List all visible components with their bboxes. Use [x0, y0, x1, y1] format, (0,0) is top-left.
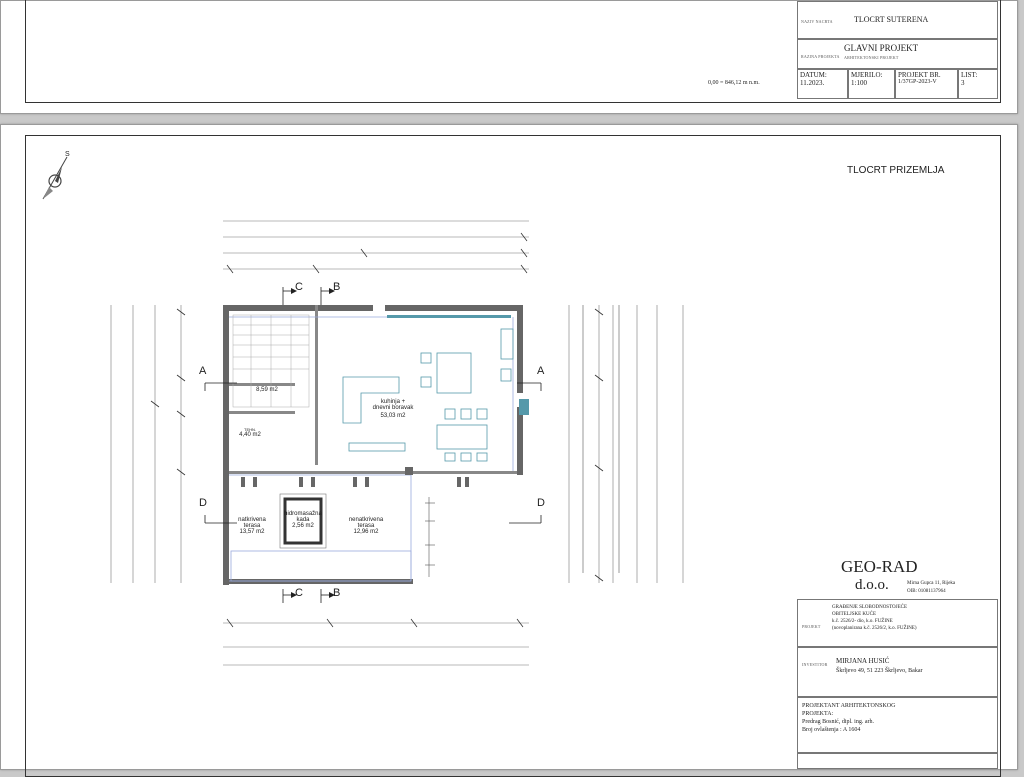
- room-tech-name: TEHN.: [244, 427, 256, 432]
- project-block: PROJEKT GRAĐENJE SLOBODNOSTOJEĆE OBITELJ…: [797, 599, 998, 647]
- list-value: 3: [961, 79, 965, 87]
- top-sheet: NAZIV NACRTA TLOCRT SUTERENA RAZINA PROJ…: [0, 0, 1018, 114]
- room-tech-label: TEHN. 4,40 m2: [237, 427, 263, 438]
- project-line-3: k.č. 2526/2- dio, k.o. FUŽINE: [832, 619, 893, 624]
- room-hydro-name-1: hidromasažna: [284, 511, 322, 517]
- north-label: S: [65, 151, 70, 158]
- room-kitchen-name-1: kuhinja +: [380, 399, 406, 405]
- room-stair-area: 8,59 m2: [256, 387, 278, 393]
- room-covered-name-1: natkrivena: [238, 517, 266, 523]
- designer-line-1: PROJEKTANT ARHITEKTONSKOG: [802, 703, 896, 709]
- floor-plan: [110, 220, 684, 666]
- project-label: PROJEKT: [802, 624, 821, 629]
- north-arrow-icon: [42, 156, 68, 200]
- section-a-left: A: [199, 365, 207, 377]
- room-uncovered-terrace: nenatkrivena terasa 12,96 m2: [341, 517, 391, 535]
- datum-label: DATUM:: [800, 71, 827, 79]
- list-cell: LIST: 3: [958, 69, 998, 99]
- elevation-note: 0,00 = 846,12 m n.m.: [708, 80, 760, 86]
- datum-cell: DATUM: 11.2023.: [797, 69, 848, 99]
- room-covered-area: 13,57 m2: [239, 529, 265, 535]
- project-line-2: OBITELJSKE KUĆE: [832, 612, 877, 617]
- room-covered-name-2: terasa: [243, 523, 261, 529]
- section-b-top: B: [333, 281, 341, 293]
- room-uncovered-name-1: nenatkrivena: [348, 517, 384, 523]
- projekt-label: PROJEKT BR.: [898, 71, 941, 79]
- room-uncovered-area: 12,96 m2: [353, 529, 379, 535]
- company-suffix: d.o.o.: [855, 577, 889, 593]
- room-kitchen-name-2: dnevni boravak: [372, 405, 414, 411]
- phase-sub: ARHITEKTONSKI PROJEKT: [844, 55, 899, 60]
- project-line-4: (novoplanirana k.č. 2526/2, k.o. FUŽINE): [832, 626, 917, 631]
- section-a-right: A: [537, 365, 545, 377]
- phase-value: GLAVNI PROJEKT: [844, 43, 919, 53]
- phase-label: RAZINA PROJEKTA: [801, 54, 840, 59]
- main-sheet: S TLOCRT PRIZEMLJA: [0, 124, 1018, 777]
- room-tech-area: 4,40 m2: [239, 432, 261, 438]
- section-d-right: D: [537, 497, 545, 509]
- room-hydro-name-2: kada: [296, 517, 310, 523]
- mjerilo-label: MJERILO:: [851, 71, 883, 79]
- investor-label: INVESTITOR: [802, 662, 828, 667]
- section-b-bottom: B: [333, 587, 341, 599]
- sheet-title: TLOCRT PRIZEMLJA: [847, 165, 945, 176]
- projekt-value: 1/37GP-2023-V: [898, 79, 937, 85]
- designer-block: PROJEKTANT ARHITEKTONSKOG PROJEKTA: Pred…: [797, 697, 998, 753]
- investor-address: Škrljevo 49, 51 223 Škrljevo, Bakar: [836, 668, 923, 674]
- list-label: LIST:: [961, 71, 978, 79]
- company-address: Mirna Gupca 11, Rijeka: [907, 581, 956, 586]
- room-covered-terrace: natkrivena terasa 13,57 m2: [229, 517, 275, 535]
- datum-value: 11.2023.: [800, 79, 825, 87]
- drawing-title-label: NAZIV NACRTA: [801, 19, 833, 24]
- section-d-left: D: [199, 497, 207, 509]
- room-hydro-tub: hidromasažna kada 2,56 m2: [283, 511, 323, 529]
- designer-line-2: PROJEKTA:: [802, 711, 834, 717]
- company-name: GEO-RAD: [841, 557, 918, 576]
- phase-cell: RAZINA PROJEKTA GLAVNI PROJEKT ARHITEKTO…: [797, 39, 998, 69]
- drawing-title: TLOCRT SUTERENA: [854, 15, 929, 24]
- company-oib: OIB: 01081137964: [907, 589, 946, 594]
- room-kitchen-area: 53,03 m2: [380, 413, 406, 419]
- project-line-1: GRAĐENJE SLOBODNOSTOJEĆE: [832, 605, 908, 610]
- room-kitchen-label: kuhinja + dnevni boravak 53,03 m2: [361, 399, 425, 419]
- section-c-top: C: [295, 281, 303, 293]
- designer-line-3: Predrag Bosnić, dipl. ing. arh.: [802, 719, 874, 725]
- projekt-cell: PROJEKT BR. 1/37GP-2023-V: [895, 69, 958, 99]
- drawing-title-cell: NAZIV NACRTA TLOCRT SUTERENA: [797, 1, 998, 39]
- investor-name: MIRJANA HUSIĆ: [836, 657, 890, 665]
- investor-block: INVESTITOR MIRJANA HUSIĆ Škrljevo 49, 51…: [797, 647, 998, 697]
- section-c-bottom: C: [295, 587, 303, 599]
- room-hydro-area: 2,56 m2: [292, 523, 314, 529]
- designer-line-4: Broj ovlaštenja : A 1604: [802, 727, 861, 733]
- top-title-block: NAZIV NACRTA TLOCRT SUTERENA RAZINA PROJ…: [797, 1, 998, 101]
- top-sheet-frame: [25, 0, 1001, 103]
- mjerilo-cell: MJERILO: 1:100: [848, 69, 895, 99]
- next-block: [797, 753, 998, 769]
- mjerilo-value: 1:100: [851, 79, 867, 87]
- room-uncovered-name-2: terasa: [357, 523, 375, 529]
